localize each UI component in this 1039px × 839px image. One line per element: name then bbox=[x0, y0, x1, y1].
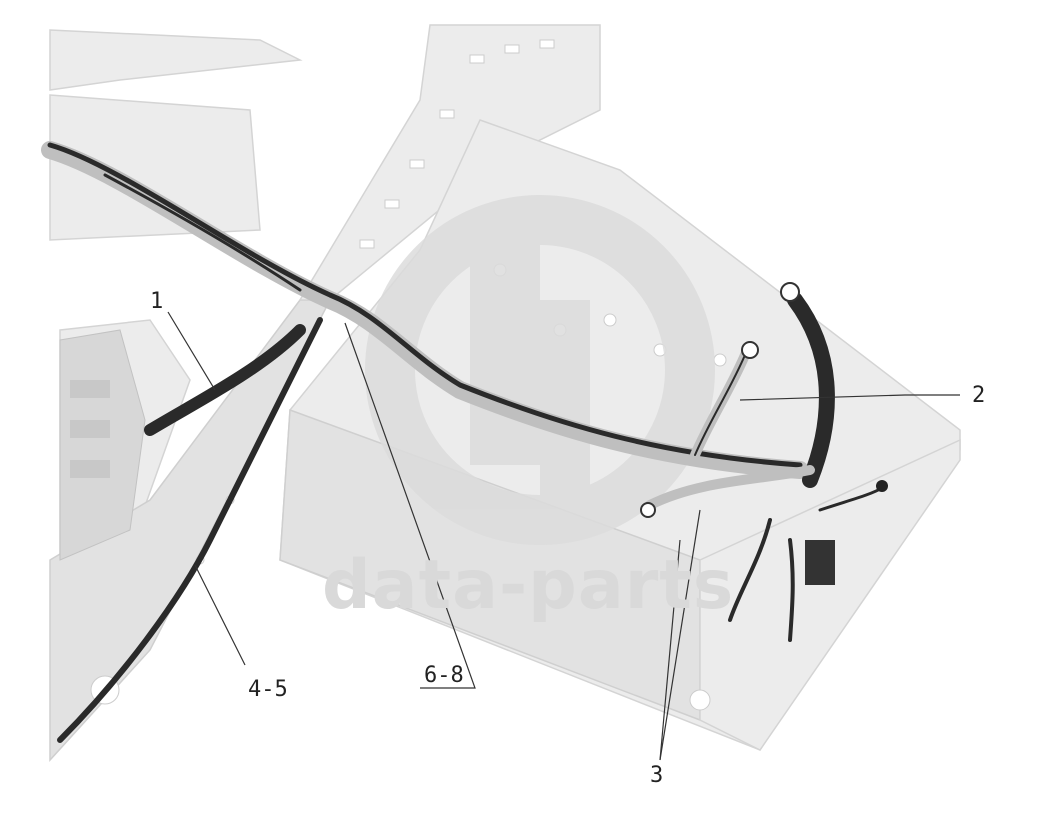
cable-2 bbox=[780, 282, 835, 488]
cable-4-5 bbox=[57, 317, 323, 743]
leader-lines bbox=[167, 311, 960, 761]
watermark-text: data-parts bbox=[322, 546, 734, 625]
left-component bbox=[59, 329, 146, 561]
cable-3 bbox=[640, 341, 888, 642]
callout-3: 3 bbox=[650, 763, 663, 788]
callout-4-5: 4-5 bbox=[248, 677, 288, 702]
main-harness bbox=[41, 141, 809, 479]
cable-1 bbox=[144, 324, 306, 436]
callout-1: 1 bbox=[150, 289, 163, 314]
chassis-frame-upper bbox=[298, 24, 601, 301]
callout-2: 2 bbox=[972, 383, 985, 408]
callout-6-8: 6-8 bbox=[424, 663, 464, 688]
